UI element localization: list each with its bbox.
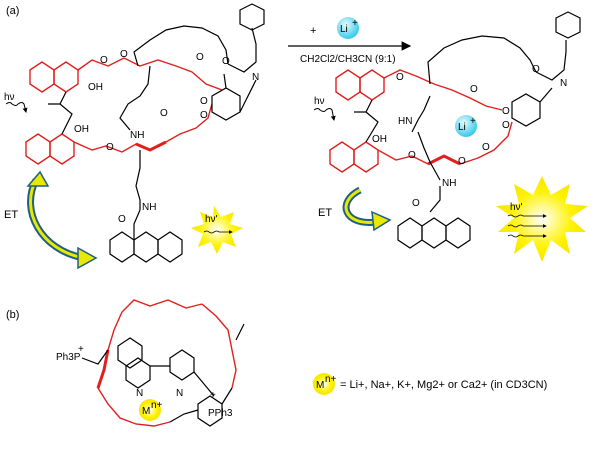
left-atom-oh2: OH (74, 124, 89, 135)
atom-n1: N (136, 388, 143, 399)
legend-metal-charge: n+ (325, 374, 337, 385)
right-atom-o3: O (408, 150, 416, 161)
left-atom-o3: O (106, 142, 114, 153)
left-atom-nh1: NH (130, 130, 144, 141)
left-excitation-arrow (5, 102, 28, 113)
plus-sign: + (310, 25, 316, 37)
left-atom-nh2: NH (142, 202, 156, 213)
right-atom-o2: O (470, 84, 478, 95)
left-et-arrow (26, 170, 98, 270)
left-emission-burst: hν' (191, 206, 243, 254)
left-molecule: O O OH OH O O O O O O N NH NH O hν (4, 3, 265, 263)
right-atom-o7: O (482, 142, 490, 153)
left-emission-label: hν' (205, 214, 218, 225)
right-bound-li-symbol: Li (458, 122, 466, 133)
legend-text: = Li+, Na+, K+, Mg2+ or Ca2+ (in CD3CN) (340, 379, 547, 391)
right-bound-li-charge: + (470, 116, 476, 127)
metal-bound-symbol: M (142, 406, 150, 417)
left-atom-o8: O (222, 56, 230, 67)
left-atom-n: N (252, 72, 259, 83)
panel-b-label: (b) (6, 309, 19, 321)
right-atom-nh: NH (442, 178, 456, 189)
right-atom-o4: O (502, 106, 510, 117)
right-atom-oh: OH (372, 134, 387, 145)
panel-b-molecule: M n+ N N PPh3 Ph3P + + (56, 299, 245, 427)
solvent-label: CH2Cl2/CH3CN (9:1) (300, 54, 396, 65)
right-excitation-hv: hν (314, 96, 325, 107)
left-atom-o6: O (200, 110, 208, 121)
right-et-label: ET (318, 207, 332, 219)
right-et-arrow (342, 186, 392, 232)
metal-ion-bound (139, 399, 161, 421)
left-anthracene (109, 231, 183, 263)
metal-bound-charge: n+ (151, 400, 163, 411)
right-anthracene (397, 217, 471, 249)
right-atom-hn: HN (398, 116, 412, 127)
right-molecule: Li + O O OH O O O O O O N HN NH O hν (313, 11, 581, 249)
right-upper-naphthalene (335, 69, 385, 101)
charge-ph3p: + (78, 344, 84, 355)
atom-ph3p: Ph3P (56, 352, 81, 363)
left-atom-o2: O (120, 49, 128, 60)
reaction-arrow-group: + Li + CH2Cl2/CH3CN (9:1) (288, 17, 412, 65)
right-atom-o1: O (396, 72, 404, 83)
left-atom-o1: O (100, 55, 108, 66)
right-excitation-arrow (313, 108, 336, 121)
panel-a-label: (a) (6, 5, 19, 17)
right-emission-label: hν' (510, 202, 523, 213)
right-bound-li-ion (455, 115, 477, 137)
right-atom-n: N (560, 78, 567, 89)
left-upper-naphthalene (29, 61, 79, 93)
bipyridine-unit (125, 349, 195, 389)
right-atom-o5: O (502, 120, 510, 131)
right-lower-naphthalene (329, 141, 379, 173)
right-atom-o6: O (458, 156, 466, 167)
reagent-li-symbol: Li (340, 24, 348, 35)
left-atom-o4: O (196, 52, 204, 63)
right-atom-o9: O (412, 198, 420, 209)
left-atom-o7: O (160, 108, 168, 119)
right-atom-o8: O (532, 64, 540, 75)
charge-pph3: + (210, 390, 216, 401)
left-atom-o9: O (118, 214, 126, 225)
left-et-label: ET (4, 209, 18, 221)
atom-n2: N (176, 388, 183, 399)
legend-metal-ion (313, 373, 335, 395)
legend-metal-symbol: M (316, 380, 324, 391)
left-lower-naphthalene (25, 133, 75, 165)
left-atom-oh1: OH (88, 82, 103, 93)
left-atom-o5: O (200, 96, 208, 107)
left-excitation-hv: hν (4, 92, 15, 103)
reagent-li-ion (337, 17, 359, 39)
metal-legend: M n+ = Li+, Na+, K+, Mg2+ or Ca2+ (in CD… (313, 373, 547, 395)
atom-pph3: PPh3 (208, 408, 233, 419)
right-emission-burst: hν' (496, 176, 588, 262)
reagent-li-charge: + (352, 18, 358, 29)
